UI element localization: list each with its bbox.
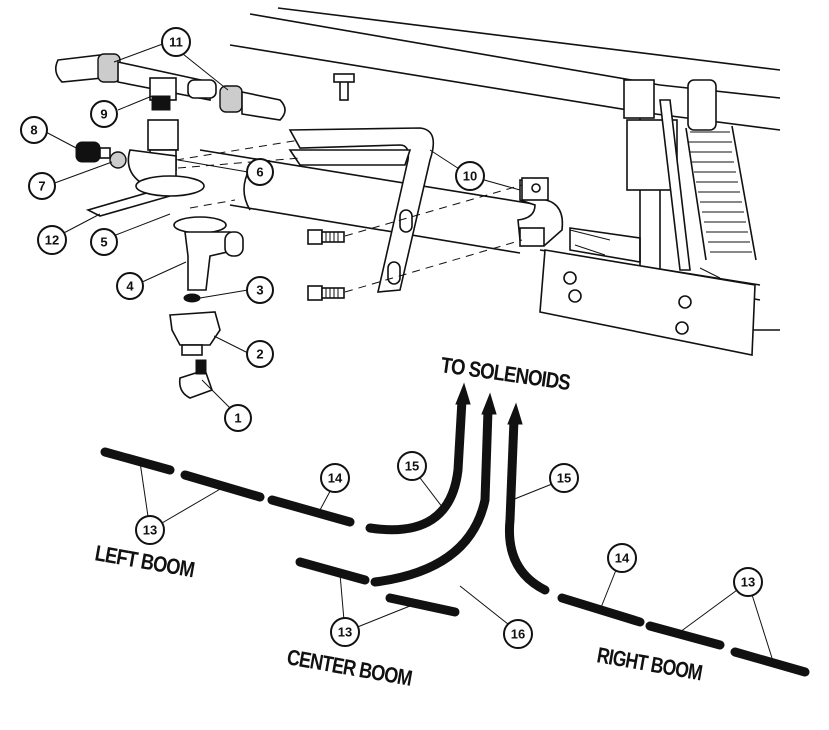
svg-text:13: 13 xyxy=(143,523,157,538)
callout-12: 12 xyxy=(37,225,67,255)
callout-14-left: 14 xyxy=(320,463,350,493)
callout-13-left: 13 xyxy=(135,515,165,545)
callout-15-left: 15 xyxy=(397,451,427,481)
svg-text:4: 4 xyxy=(126,279,134,294)
boom-pipe xyxy=(199,149,761,356)
mounting-bracket xyxy=(288,73,564,301)
bolt xyxy=(307,285,345,301)
svg-text:3: 3 xyxy=(256,283,263,298)
svg-text:16: 16 xyxy=(511,627,525,642)
callout-6: 6 xyxy=(246,158,274,186)
callout-4: 4 xyxy=(116,272,144,300)
svg-text:5: 5 xyxy=(100,235,107,250)
nozzle-assembly xyxy=(54,53,286,399)
callout-8: 8 xyxy=(20,116,48,144)
to-solenoids-label: TO SOLENOIDS xyxy=(439,352,571,395)
bolt xyxy=(307,229,345,245)
left-boom-label: LEFT BOOM xyxy=(93,540,196,582)
sprayer-frame xyxy=(229,7,781,331)
coil-spring xyxy=(685,79,757,261)
svg-text:10: 10 xyxy=(463,169,477,184)
callout-13-right: 13 xyxy=(733,567,763,597)
svg-text:8: 8 xyxy=(30,123,37,138)
callout-15-right: 15 xyxy=(549,463,579,493)
callout-16: 16 xyxy=(503,619,533,649)
callout-7: 7 xyxy=(28,172,56,200)
callout-10: 10 xyxy=(455,161,485,191)
svg-text:14: 14 xyxy=(328,471,343,486)
center-boom-label: CENTER BOOM xyxy=(285,644,413,690)
callout-13-center: 13 xyxy=(330,617,360,647)
boom-hoses xyxy=(100,382,810,677)
svg-text:13: 13 xyxy=(338,625,352,640)
svg-text:14: 14 xyxy=(615,551,630,566)
callout-14-right: 14 xyxy=(607,543,637,573)
right-boom-label: RIGHT BOOM xyxy=(595,642,704,685)
svg-text:15: 15 xyxy=(557,471,571,486)
svg-text:9: 9 xyxy=(100,107,107,122)
svg-text:11: 11 xyxy=(169,35,183,50)
callout-1: 1 xyxy=(224,404,252,432)
svg-text:7: 7 xyxy=(38,179,45,194)
svg-text:1: 1 xyxy=(234,411,241,426)
svg-text:12: 12 xyxy=(45,233,59,248)
callout-5: 5 xyxy=(90,228,118,256)
callout-2: 2 xyxy=(246,340,274,368)
svg-text:6: 6 xyxy=(256,165,263,180)
callout-9: 9 xyxy=(90,100,118,128)
svg-text:15: 15 xyxy=(405,459,419,474)
svg-text:2: 2 xyxy=(256,347,263,362)
alignment-lines xyxy=(175,139,523,293)
callout-3: 3 xyxy=(246,276,274,304)
svg-text:13: 13 xyxy=(741,575,755,590)
callout-11: 11 xyxy=(161,27,191,57)
